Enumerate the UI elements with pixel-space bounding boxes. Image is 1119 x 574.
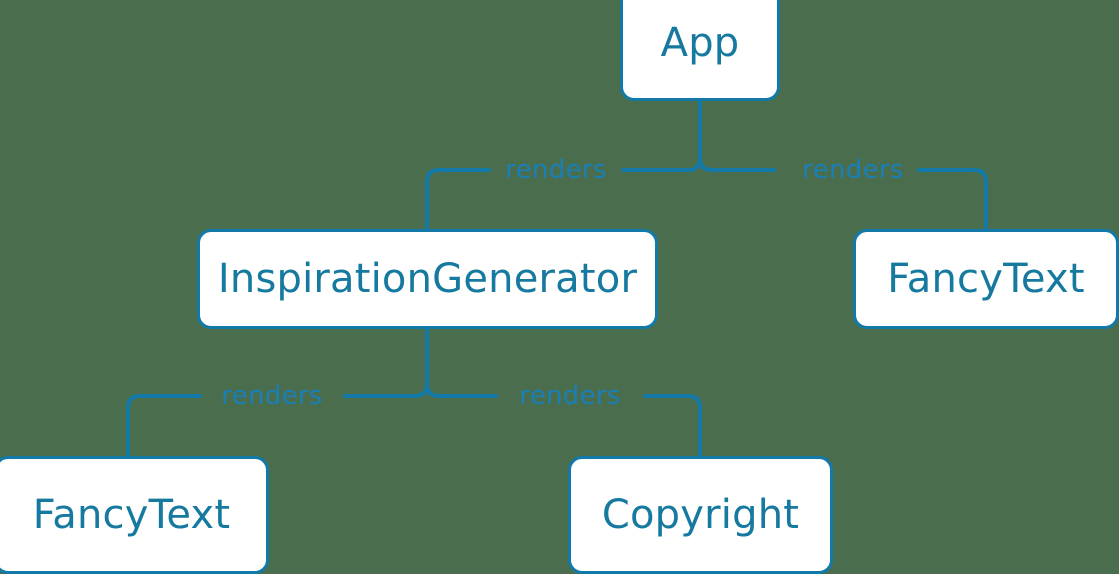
node-inspiration-generator[interactable]: InspirationGenerator <box>197 229 658 329</box>
edge-app-stem-right <box>698 99 714 172</box>
edge-inspgen-to-copy-right-seg <box>643 394 702 458</box>
node-app-label: App <box>660 19 740 66</box>
edge-label-inspiration-generator-to-copyright: renders <box>519 381 621 411</box>
edge-inspgen-stem <box>413 327 429 398</box>
edge-inspgen-to-fancy-left-seg <box>126 394 202 458</box>
edge-app-stem <box>686 99 702 172</box>
node-fancy-text-left-label: FancyText <box>32 492 231 538</box>
edge-label-app-to-inspiration-generator: renders <box>505 155 607 185</box>
node-app[interactable]: App <box>620 0 780 101</box>
node-fancy-text-left[interactable]: FancyText <box>0 456 269 574</box>
edge-label-inspiration-generator-to-fancy-text: renders <box>221 381 323 411</box>
node-inspiration-generator-label: InspirationGenerator <box>217 256 638 302</box>
edge-label-app-to-fancy-text: renders <box>802 155 904 185</box>
node-fancy-text-right-label: FancyText <box>887 256 1085 302</box>
edge-app-to-fancy-right-seg <box>917 168 988 231</box>
edge-inspgen-stem-right <box>425 327 441 398</box>
node-copyright[interactable]: Copyright <box>568 456 833 574</box>
node-copyright-label: Copyright <box>601 492 800 538</box>
edge-app-to-inspgen-left-seg <box>425 168 491 231</box>
node-fancy-text-right[interactable]: FancyText <box>853 229 1119 329</box>
